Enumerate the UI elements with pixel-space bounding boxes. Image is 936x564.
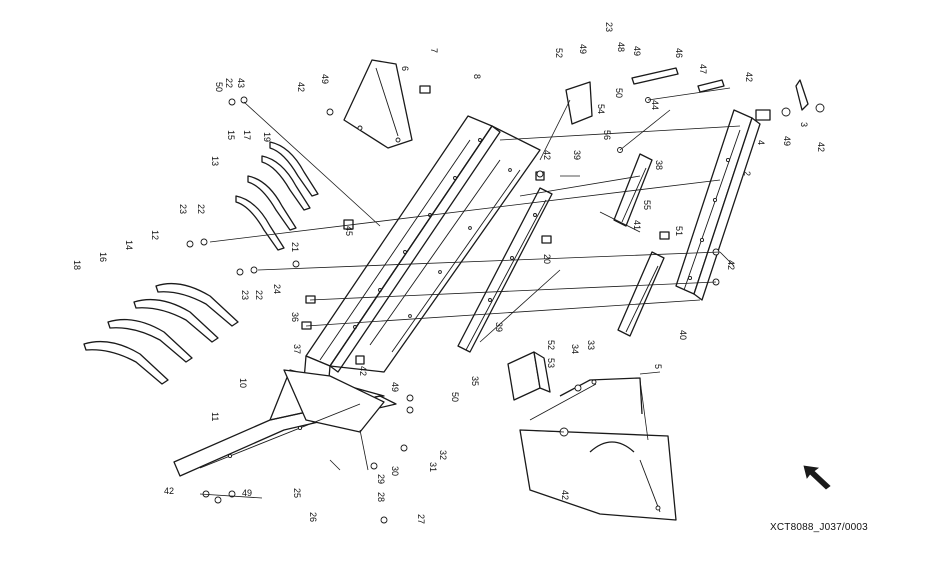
arrow-up-left-icon [803, 465, 831, 490]
frame-rail-8 [303, 115, 501, 391]
callout: 54 [596, 104, 606, 114]
callout: 37 [292, 344, 302, 354]
callout: 11 [210, 412, 220, 421]
side-rail-2 [675, 109, 761, 301]
callout: 52 [546, 340, 556, 350]
callout: 6 [400, 66, 410, 71]
callout: 36 [290, 312, 300, 322]
callout: 49 [632, 46, 642, 56]
tine-set [83, 141, 319, 385]
lever-33-34 [559, 377, 643, 415]
callout: 49 [320, 74, 330, 84]
callout: 10 [238, 378, 248, 388]
callout: 49 [578, 44, 588, 54]
callout: 42 [726, 260, 736, 270]
callout: 46 [674, 48, 684, 58]
callout: 15 [226, 130, 236, 140]
figure-reference: XCT8088_J037/0003 [770, 522, 868, 533]
callout: 17 [242, 130, 252, 140]
callout: 42 [542, 150, 552, 160]
callout: 24 [272, 284, 282, 294]
gusset-plate-6 [343, 59, 413, 149]
callout: 2 [742, 171, 752, 176]
block-53 [507, 351, 551, 401]
callout: 23 [240, 290, 250, 300]
callout: 56 [602, 130, 612, 140]
callout: 16 [98, 252, 108, 262]
callout: 47 [698, 64, 708, 74]
lower-side-plate [519, 429, 677, 521]
leader-lines [199, 87, 741, 499]
callout: 44 [650, 100, 660, 110]
callout: 52 [554, 48, 564, 58]
callout: 42 [744, 72, 754, 82]
callout: 26 [308, 512, 318, 522]
bracket-38 [613, 153, 653, 227]
latch-3-4 [755, 79, 825, 121]
callout: 35 [470, 376, 480, 386]
callout: 39 [572, 150, 582, 160]
callout: 33 [586, 340, 596, 350]
callout: 20 [542, 254, 552, 264]
callout: 14 [124, 240, 134, 250]
callout: 4 [756, 140, 766, 145]
hardware [186, 85, 720, 524]
callout: 22 [224, 78, 234, 88]
callout: 42 [816, 142, 826, 152]
deck-plate [329, 125, 541, 373]
callout: 22 [196, 204, 206, 214]
callout: 13 [210, 156, 220, 166]
callout: 34 [570, 344, 580, 354]
strip-46 [631, 67, 725, 93]
callout: 49 [782, 136, 792, 146]
callout: 19 [262, 132, 272, 142]
callout: 25 [292, 488, 302, 498]
lower-frame-10-11 [173, 369, 397, 477]
callout: 8 [472, 74, 482, 79]
callout: 53 [546, 358, 556, 368]
callout: 51 [674, 226, 684, 236]
callout: 55 [642, 200, 652, 210]
callout: 27 [416, 514, 426, 524]
callout: 5 [653, 364, 663, 369]
callout: 29 [376, 474, 386, 484]
callout: 18 [72, 260, 82, 270]
block-54 [565, 81, 593, 125]
callout: 43 [236, 78, 246, 88]
callout: 50 [214, 82, 224, 92]
callout: 22 [254, 290, 264, 300]
callout: 28 [376, 492, 386, 502]
callout: 45 [344, 226, 354, 236]
callout: 50 [614, 88, 624, 98]
callout: 49 [390, 382, 400, 392]
callout: 23 [604, 22, 614, 32]
callout: 42 [296, 82, 306, 92]
slide-rail-35 [457, 187, 553, 353]
callout: 42 [358, 366, 368, 376]
bracket-40 [617, 251, 665, 337]
callout: 7 [429, 48, 439, 53]
callout: 48 [616, 42, 626, 52]
callout: 42 [560, 490, 570, 500]
callout: 41 [632, 220, 642, 230]
callout: 12 [150, 230, 160, 240]
callout: 23 [178, 204, 188, 214]
callout: 3 [799, 122, 809, 127]
callout: 30 [390, 466, 400, 476]
callout: 31 [428, 462, 438, 472]
callout: 50 [450, 392, 460, 402]
callout: 21 [290, 242, 300, 252]
callout: 32 [438, 450, 448, 460]
callout: 40 [678, 330, 688, 340]
callout: 38 [654, 160, 664, 170]
callout: 39 [494, 322, 504, 332]
callout: 42 [164, 486, 174, 496]
callout: 49 [242, 488, 252, 498]
